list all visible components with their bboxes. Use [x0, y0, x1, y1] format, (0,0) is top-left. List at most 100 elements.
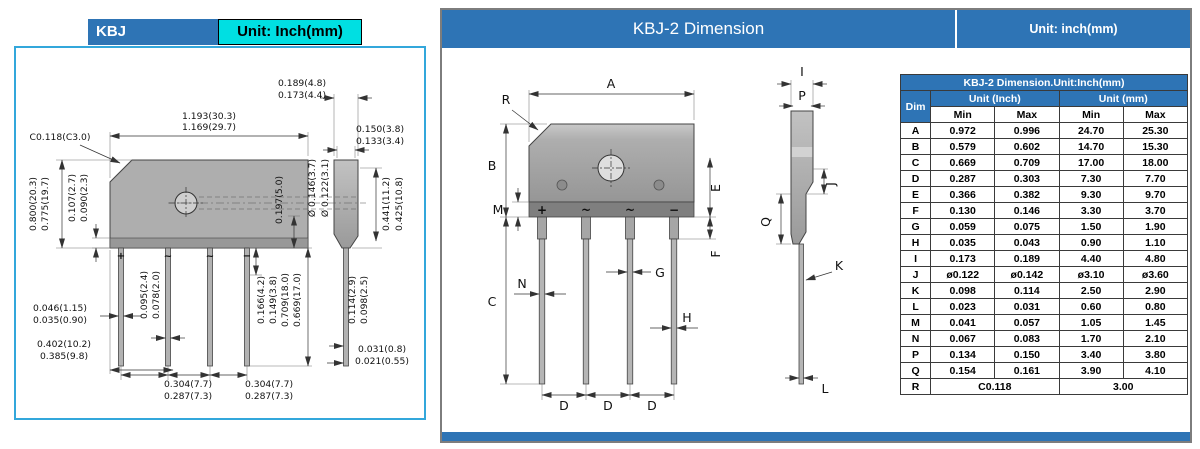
- cell-inch_max: 0.161: [994, 362, 1060, 379]
- dim-side-w-min: 0.133(3.4): [356, 136, 404, 147]
- dim-gap-max: 0.189(4.8): [278, 78, 326, 89]
- label-Q: Q: [758, 217, 773, 227]
- kbj2-dimension-drawing: + ~ ~ −: [488, 64, 844, 413]
- cell-mm_max: 1.45: [1122, 314, 1189, 331]
- label-L: L: [822, 381, 829, 396]
- cell-dim: H: [899, 234, 932, 251]
- dim-pitch1-min: 0.287(7.3): [164, 391, 212, 402]
- dim-lead-l-min: 0.669(17.0): [292, 273, 303, 327]
- cell-inch_min: 0.067: [930, 330, 996, 347]
- dim-width-max: 1.193(30.3): [182, 111, 236, 122]
- minmax-mm-min: Min: [1058, 106, 1124, 123]
- cell-inch_max: 0.075: [994, 218, 1060, 235]
- cell-inch: C0.118: [930, 378, 1060, 395]
- cell-inch_max: ø0.142: [994, 266, 1060, 283]
- cell-mm_min: 0.90: [1058, 234, 1124, 251]
- cell-inch_min: 0.154: [930, 362, 996, 379]
- rivet-right: [653, 179, 665, 191]
- dim-offset-max: 0.402(10.2): [37, 339, 91, 350]
- label-D1: D: [559, 398, 569, 413]
- dim-side-w-max: 0.150(3.8): [356, 124, 404, 135]
- dim-side-lead-min: 0.098(2.5): [359, 276, 370, 324]
- cell-inch_max: 0.189: [994, 250, 1060, 267]
- dimension-table: KBJ-2 Dimension.Unit:Inch(mm) Dim Unit (…: [899, 74, 1189, 395]
- label-D3: D: [647, 398, 657, 413]
- dim-side-h-max: 0.441(11.2): [381, 177, 392, 231]
- dimension-labels: 1.193(30.3) 1.169(29.7) 0.189(4.8) 0.173…: [28, 78, 409, 402]
- front-polarity-minus: −: [669, 203, 679, 217]
- front-view-body: [528, 123, 695, 218]
- center-lines: [168, 196, 366, 210]
- polarity-plus: +: [117, 251, 125, 262]
- cell-dim: I: [899, 250, 932, 267]
- left-drawing-box: + ~ ~ −: [14, 46, 426, 420]
- col-header-mm: Unit (mm): [1058, 90, 1188, 107]
- dim-seat: 0.197(5.0): [274, 176, 285, 224]
- dim-hole-min: Ø 0.122(3.1): [320, 159, 331, 217]
- cell-inch_min: 0.173: [930, 250, 996, 267]
- side-view-body: [790, 110, 814, 385]
- cell-inch_max: 0.043: [994, 234, 1060, 251]
- label-G: G: [655, 265, 665, 280]
- cell-inch_min: ø0.122: [930, 266, 996, 283]
- label-F: F: [708, 250, 723, 257]
- col-header-dim: Dim: [899, 90, 932, 123]
- cell-inch_min: 0.669: [930, 154, 996, 171]
- dim-hole-max: Ø 0.146(3.7): [307, 159, 318, 217]
- cell-inch_min: 0.366: [930, 186, 996, 203]
- dim-height-max: 0.800(20.3): [28, 177, 39, 231]
- dim-pitch1-max: 0.304(7.7): [164, 379, 212, 390]
- label-P: P: [798, 88, 806, 103]
- dim-chamfer: C0.118(C3.0): [30, 132, 91, 143]
- cell-mm_max: 0.80: [1122, 298, 1189, 315]
- col-header-inch: Unit (Inch): [930, 90, 1060, 107]
- cell-mm_min: 3.90: [1058, 362, 1124, 379]
- cell-inch_max: 0.709: [994, 154, 1060, 171]
- dim-tab-max: 0.166(4.2): [256, 276, 267, 324]
- cell-inch_min: 0.059: [930, 218, 996, 235]
- minmax-mm-max: Max: [1122, 106, 1189, 123]
- cell-mm_max: 18.00: [1122, 154, 1189, 171]
- label-H: H: [682, 310, 691, 325]
- cell-dim: Q: [899, 362, 932, 379]
- cell-mm_max: 1.90: [1122, 218, 1189, 235]
- cell-mm_max: 3.80: [1122, 346, 1189, 363]
- cell-mm_min: ø3.10: [1058, 266, 1124, 283]
- cell-mm_min: 1.50: [1058, 218, 1124, 235]
- front-polarity-ac1: ~: [581, 203, 591, 217]
- cell-mm_max: 1.10: [1122, 234, 1189, 251]
- dim-pitch2-max: 0.304(7.7): [245, 379, 293, 390]
- label-E: E: [708, 184, 723, 192]
- label-M: M: [493, 202, 504, 217]
- cell-mm_max: 4.80: [1122, 250, 1189, 267]
- label-J: J: [823, 182, 838, 187]
- cell-inch_max: 0.996: [994, 122, 1060, 139]
- cell-mm_min: 0.60: [1058, 298, 1124, 315]
- label-C: C: [488, 294, 497, 309]
- dim-offset-min: 0.385(9.8): [40, 351, 88, 362]
- cell-inch_min: 0.287: [930, 170, 996, 187]
- dim-side-lead-max: 0.114(2.9): [347, 276, 358, 324]
- letter-labels: A R B M C N E F G H D D D I P J Q K L: [488, 64, 844, 413]
- cell-inch_max: 0.382: [994, 186, 1060, 203]
- cell-mm_max: 9.70: [1122, 186, 1189, 203]
- table-minmax-row: Min Max Min Max: [901, 106, 1189, 123]
- cell-inch_min: 0.035: [930, 234, 996, 251]
- cell-inch_max: 0.303: [994, 170, 1060, 187]
- cell-dim: D: [899, 170, 932, 187]
- minmax-inch-min: Min: [930, 106, 996, 123]
- cell-inch_min: 0.972: [930, 122, 996, 139]
- label-R: R: [502, 92, 511, 107]
- cell-inch_max: 0.057: [994, 314, 1060, 331]
- front-polarity-marks: + ~ ~ −: [537, 203, 679, 217]
- dim-lead-t-max: 0.046(1.15): [33, 303, 87, 314]
- cell-mm_min: 17.00: [1058, 154, 1124, 171]
- cell-mm_min: 14.70: [1058, 138, 1124, 155]
- cell-dim: F: [899, 202, 932, 219]
